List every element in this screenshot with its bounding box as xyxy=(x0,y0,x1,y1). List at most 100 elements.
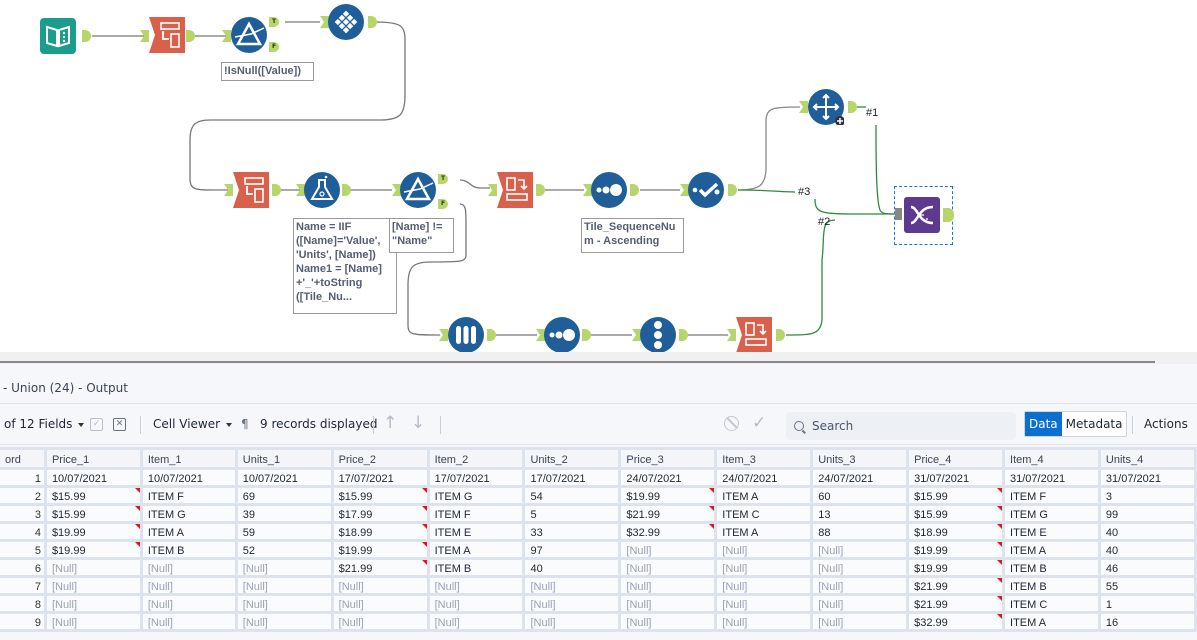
table-cell[interactable]: [Null] xyxy=(717,578,814,596)
output-anchor[interactable] xyxy=(82,30,91,42)
metadata-tab[interactable]: Metadata xyxy=(1065,417,1123,431)
table-cell[interactable]: 46 xyxy=(1100,560,1197,578)
table-cell[interactable]: $32.99 xyxy=(909,614,1006,632)
pilcrow-icon[interactable]: ¶ xyxy=(241,417,249,431)
table-cell[interactable]: [Null] xyxy=(429,578,526,596)
table-cell[interactable]: [Null] xyxy=(717,596,814,614)
table-cell[interactable]: ITEM F xyxy=(1005,488,1101,506)
multi-input-anchor[interactable] xyxy=(895,208,902,220)
table-cell[interactable]: ITEM A xyxy=(717,488,814,506)
column-header[interactable]: Units_3 xyxy=(813,447,910,470)
table-cell[interactable]: [Null] xyxy=(237,596,334,614)
table-cell[interactable]: 24/07/2021 xyxy=(621,470,718,488)
column-header[interactable]: Item_2 xyxy=(429,447,526,470)
table-cell[interactable]: ITEM A xyxy=(1005,542,1101,560)
table-cell[interactable]: 39 xyxy=(237,506,334,524)
column-header-record[interactable]: ord xyxy=(0,447,47,470)
table-cell[interactable]: $21.99 xyxy=(909,596,1006,614)
table-cell[interactable]: [Null] xyxy=(142,614,238,632)
column-header[interactable]: Units_4 xyxy=(1100,447,1197,470)
table-cell[interactable]: ITEM A xyxy=(429,542,526,560)
table-cell[interactable]: [Null] xyxy=(333,614,430,632)
search-input[interactable]: Search xyxy=(786,412,1016,440)
table-cell[interactable]: 40 xyxy=(525,560,622,578)
table-cell[interactable]: $19.99 xyxy=(333,542,430,560)
table-cell[interactable]: [Null] xyxy=(813,596,910,614)
column-header[interactable]: Price_4 xyxy=(909,447,1006,470)
table-cell[interactable]: 97 xyxy=(525,542,622,560)
table-cell[interactable]: $18.99 xyxy=(909,524,1006,542)
record-number[interactable]: 7 xyxy=(0,578,47,596)
table-row[interactable]: 8[Null][Null][Null][Null][Null][Null][Nu… xyxy=(0,596,1197,614)
column-header[interactable]: Price_2 xyxy=(333,447,430,470)
table-cell[interactable]: [Null] xyxy=(621,560,718,578)
table-cell[interactable]: [Null] xyxy=(621,596,718,614)
actions-button[interactable]: Actions xyxy=(1144,417,1188,431)
table-cell[interactable]: $15.99 xyxy=(909,506,1006,524)
table-cell[interactable]: 40 xyxy=(1100,542,1197,560)
table-cell[interactable]: [Null] xyxy=(237,614,334,632)
check-icon[interactable]: ✓ xyxy=(752,413,767,433)
arrow-down-icon[interactable]: ↓ xyxy=(411,413,426,433)
table-cell[interactable]: [Null] xyxy=(46,578,143,596)
filter-tool-2[interactable] xyxy=(400,172,436,208)
filter-tool[interactable] xyxy=(231,17,267,53)
table-cell[interactable]: $17.99 xyxy=(333,506,430,524)
record-number[interactable]: 3 xyxy=(0,506,47,524)
table-cell[interactable]: [Null] xyxy=(333,596,430,614)
table-cell[interactable]: 88 xyxy=(813,524,910,542)
table-cell[interactable]: 17/07/2021 xyxy=(429,470,526,488)
union-tool[interactable] xyxy=(904,197,940,233)
output-anchor[interactable] xyxy=(487,329,496,341)
table-row[interactable]: 9[Null][Null][Null][Null][Null][Null][Nu… xyxy=(0,614,1197,632)
output-anchor[interactable] xyxy=(368,16,377,28)
table-cell[interactable]: $15.99 xyxy=(333,488,430,506)
record-number[interactable]: 6 xyxy=(0,560,47,578)
table-cell[interactable]: ITEM F xyxy=(142,488,238,506)
table-cell[interactable]: 31/07/2021 xyxy=(1005,470,1101,488)
table-cell[interactable]: [Null] xyxy=(429,596,526,614)
table-cell[interactable]: $19.99 xyxy=(621,488,718,506)
horizontal-scrollbar[interactable] xyxy=(0,361,1155,363)
table-cell[interactable]: [Null] xyxy=(46,596,143,614)
table-cell[interactable]: [Null] xyxy=(525,578,622,596)
table-cell[interactable]: 17/07/2021 xyxy=(525,470,622,488)
table-cell[interactable]: 69 xyxy=(237,488,334,506)
input-data-tool[interactable] xyxy=(40,18,76,54)
table-cell[interactable]: [Null] xyxy=(142,560,238,578)
input-anchor[interactable] xyxy=(222,30,231,42)
table-cell[interactable]: ITEM C xyxy=(717,506,814,524)
table-cell[interactable]: $15.99 xyxy=(46,506,143,524)
column-header[interactable]: Price_3 xyxy=(621,447,718,470)
table-cell[interactable]: [Null] xyxy=(621,578,718,596)
formula-tool[interactable] xyxy=(304,172,340,208)
table-cell[interactable]: [Null] xyxy=(46,560,143,578)
input-anchor[interactable] xyxy=(296,184,305,196)
output-anchor[interactable] xyxy=(848,101,857,113)
table-cell[interactable]: [Null] xyxy=(333,578,430,596)
deselect-icon[interactable]: ✕ xyxy=(113,418,126,431)
column-header[interactable]: Units_1 xyxy=(237,447,334,470)
table-cell[interactable]: [Null] xyxy=(813,542,910,560)
table-cell[interactable]: [Null] xyxy=(237,560,334,578)
column-header[interactable]: Item_3 xyxy=(717,447,814,470)
more-options-icon[interactable]: ⋮ xyxy=(1194,379,1197,392)
false-anchor[interactable]: F xyxy=(438,199,448,209)
table-cell[interactable]: [Null] xyxy=(813,614,910,632)
table-cell[interactable]: $21.99 xyxy=(621,506,718,524)
tile-tool-2[interactable] xyxy=(544,317,580,352)
cell-viewer-dropdown[interactable]: Cell Viewer xyxy=(153,417,233,431)
table-cell[interactable]: 31/07/2021 xyxy=(1100,470,1197,488)
input-anchor[interactable] xyxy=(439,329,448,341)
input-anchor[interactable] xyxy=(680,184,689,196)
input-anchor[interactable] xyxy=(140,30,149,42)
output-anchor[interactable] xyxy=(582,329,591,341)
panel-splitter[interactable] xyxy=(0,352,1197,364)
tile-tool[interactable] xyxy=(591,172,627,208)
arrange-tool[interactable] xyxy=(808,89,844,125)
record-number[interactable]: 4 xyxy=(0,524,47,542)
text-to-columns-tool-2[interactable] xyxy=(233,172,269,208)
table-cell[interactable]: $15.99 xyxy=(909,488,1006,506)
